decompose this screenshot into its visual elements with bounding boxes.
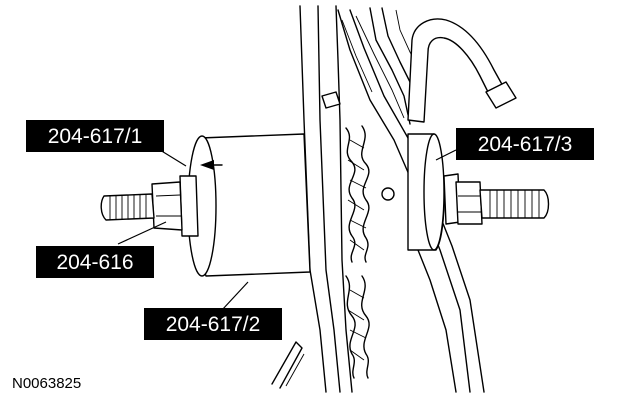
callout-204-617-1: 204-617/1 (26, 120, 164, 152)
callout-204-617-3: 204-617/3 (456, 128, 594, 160)
callout-204-617-2: 204-617/2 (144, 308, 282, 340)
figure-id: N0063825 (12, 375, 81, 392)
svg-text:204-616: 204-616 (56, 251, 133, 274)
tool-204-617-3-cup (407, 133, 550, 251)
hose (407, 18, 517, 123)
callout-204-616: 204-616 (36, 246, 154, 278)
leader-lines (117, 149, 457, 311)
wiring-harness (345, 125, 370, 379)
svg-text:204-617/1: 204-617/1 (48, 125, 143, 148)
svg-text:204-617/2: 204-617/2 (166, 313, 261, 336)
tool-204-617-1-cup (187, 133, 311, 277)
tool-204-616-threaded-rod (100, 175, 199, 237)
svg-text:204-617/3: 204-617/3 (478, 133, 573, 156)
